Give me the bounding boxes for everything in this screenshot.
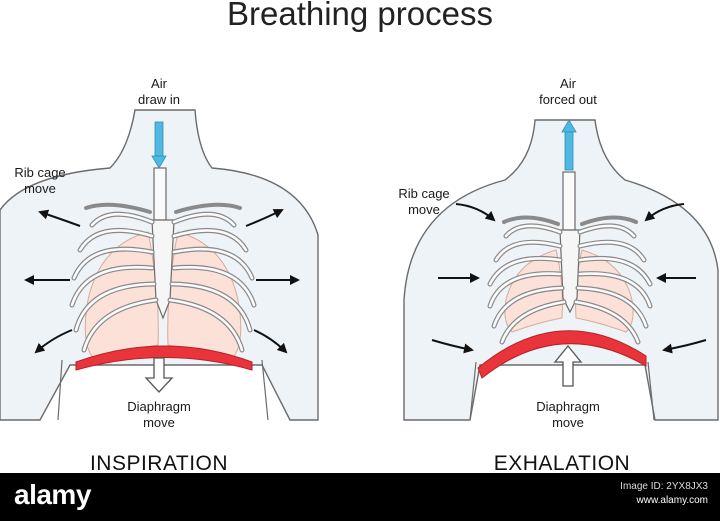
stock-footer-bar: alamy Image ID: 2YX8JX3 www.alamy.com <box>0 473 720 521</box>
inspiration-trachea <box>153 167 167 221</box>
exhalation-caption: EXHALATION <box>494 452 630 473</box>
inspiration-diaphragm-label-line1: Diaphragm <box>127 399 191 414</box>
inspiration-sternum <box>151 219 175 320</box>
inspiration-panel: Air draw in Rib cage move Diaphragm move… <box>0 76 319 473</box>
exhalation-ribs-left-highlight <box>488 224 566 344</box>
exhalation-arm-line <box>469 361 477 421</box>
inspiration-caption: INSPIRATION <box>90 452 228 473</box>
exhalation-rib-label-line2: move <box>408 202 440 217</box>
exhalation-air-label-line2: forced out <box>539 92 597 107</box>
inspiration-collarbone <box>174 202 242 214</box>
breathing-diagram: Breathing process <box>0 0 719 473</box>
exhalation-arm-line <box>647 361 655 421</box>
inspiration-collarbone <box>84 202 152 214</box>
exhalation-diaphragm <box>477 330 647 379</box>
inspiration-air-label-line1: Air <box>151 76 168 91</box>
inspiration-diaphragm <box>75 345 253 371</box>
inspiration-rib-arrows <box>24 209 300 354</box>
inspiration-air-arrow <box>151 121 167 169</box>
diagram-title: Breathing process <box>227 0 493 32</box>
inspiration-ribs-left-highlight <box>70 212 158 352</box>
inspiration-arm-line <box>261 359 269 421</box>
exhalation-collarbone <box>502 215 560 226</box>
exhalation-diaphragm-label-line2: move <box>552 415 584 430</box>
image-id-text: Image ID: 2YX8JX3 <box>620 481 708 492</box>
inspiration-arm-line <box>57 359 63 421</box>
inspiration-diaphragm-label-line2: move <box>143 415 175 430</box>
alamy-logo: alamy <box>14 479 91 510</box>
exhalation-collarbone <box>580 215 638 226</box>
inspiration-diaphragm-arrow <box>144 357 174 393</box>
exhalation-diaphragm-arrow <box>553 344 583 387</box>
exhalation-ribs-right-highlight <box>574 224 652 344</box>
inspiration-air-label-line2: draw in <box>138 92 180 107</box>
exhalation-diaphragm-label-line1: Diaphragm <box>536 399 600 414</box>
exhalation-air-label-line1: Air <box>560 76 577 91</box>
inspiration-rib-label-line2: move <box>24 181 56 196</box>
exhalation-panel: Air forced out Rib cage move Diaphragm m… <box>398 76 719 473</box>
inspiration-rib-label-line1: Rib cage <box>14 165 65 180</box>
image-id-block: Image ID: 2YX8JX3 www.alamy.com <box>620 480 708 508</box>
exhalation-rib-label-line1: Rib cage <box>398 186 449 201</box>
site-url-text: www.alamy.com <box>636 495 709 506</box>
exhalation-rib-arrows <box>431 203 707 354</box>
exhalation-air-arrow <box>561 119 577 171</box>
exhalation-trachea <box>562 171 576 231</box>
inspiration-ribs-right-highlight <box>168 212 256 352</box>
exhalation-torso <box>403 119 719 421</box>
